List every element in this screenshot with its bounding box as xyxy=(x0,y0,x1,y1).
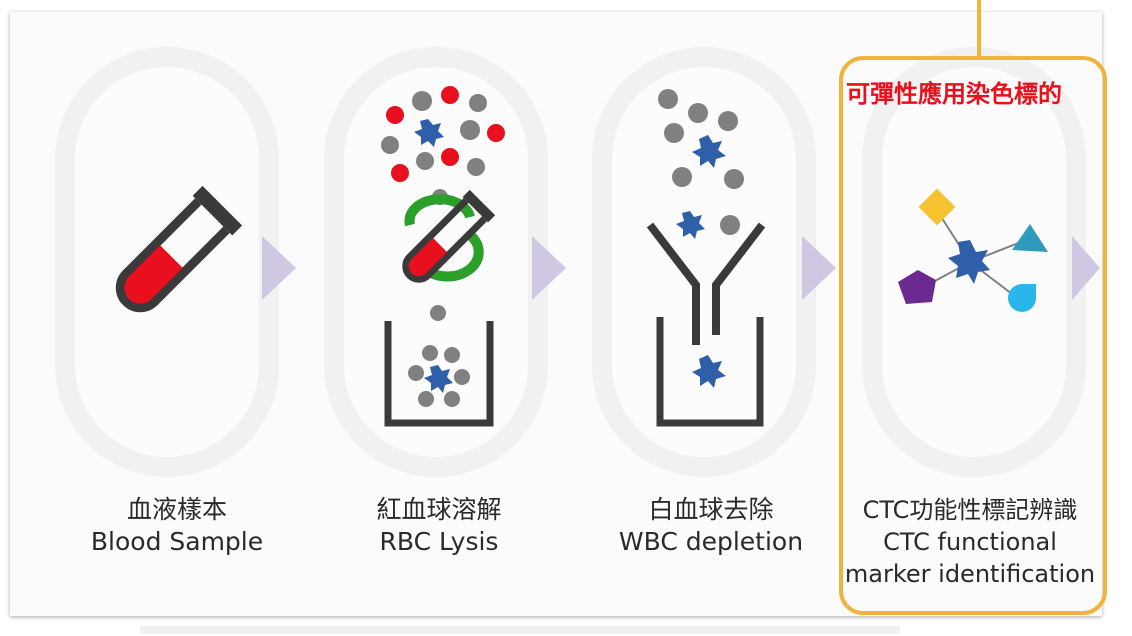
step-1-title-en: Blood Sample xyxy=(90,527,264,556)
blood-cells-cluster xyxy=(381,86,505,205)
step-2-title-zh: 紅血球溶解 xyxy=(376,495,502,524)
step-2-caption: 紅血球溶解 RBC Lysis xyxy=(304,494,574,558)
wbc-depletion-icon xyxy=(646,89,766,427)
arrow-icon-4 xyxy=(1072,236,1100,300)
step-1-title-zh: 血液樣本 xyxy=(126,495,227,524)
step-3-title-zh: 白血球去除 xyxy=(648,495,774,524)
rbc-lysis-icon xyxy=(381,86,505,427)
highlight-connector-line xyxy=(977,0,981,58)
step-4-caption: CTC功能性標記辨識 CTC functional marker identif… xyxy=(838,494,1102,590)
ctc-marker-icon xyxy=(898,188,1048,312)
highlight-box xyxy=(839,56,1107,615)
diamond-marker-icon xyxy=(918,188,956,226)
recycle-arrows-icon xyxy=(404,194,484,282)
step-4-title-en-line1: CTC functional xyxy=(883,528,1057,556)
bottom-strip xyxy=(140,626,900,634)
step-4-title-zh: CTC功能性標記辨識 xyxy=(862,496,1078,524)
triangle-marker-icon xyxy=(1012,224,1048,252)
ctc-cell-icon xyxy=(948,240,990,284)
pentagon-marker-icon xyxy=(898,270,936,304)
step-3-title-en: WBC depletion xyxy=(618,527,804,556)
highlight-label: 可彈性應用染色標的 xyxy=(846,80,1062,108)
arrow-icon-1 xyxy=(262,236,296,300)
test-tube-icon xyxy=(115,185,243,313)
droplet-marker-icon xyxy=(1008,284,1036,312)
step-4-title-en-line2: marker identification xyxy=(844,560,1096,588)
step-2-title-en: RBC Lysis xyxy=(379,527,499,556)
arrow-icon-3 xyxy=(802,236,836,300)
step-1-caption: 血液樣本 Blood Sample xyxy=(42,494,312,558)
step-3-caption: 白血球去除 WBC depletion xyxy=(576,494,846,558)
arrow-icon-2 xyxy=(532,236,566,300)
